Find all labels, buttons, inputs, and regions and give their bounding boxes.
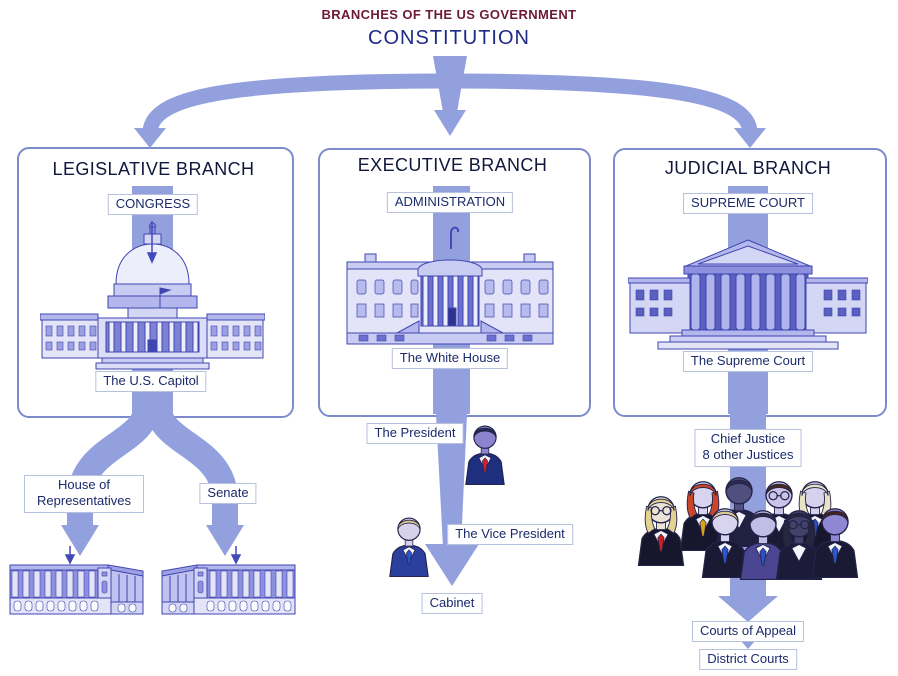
legislative-branch-heading: LEGISLATIVE BRANCH <box>52 159 255 179</box>
courts-of-appeal-label: Courts of Appeal <box>691 621 805 643</box>
us-capitol-illustration <box>40 222 265 370</box>
president-figure <box>462 417 508 485</box>
cabinet-label: Cabinet <box>421 593 483 615</box>
justices-label-line2: 8 other Justices <box>702 447 794 463</box>
justice-figure <box>772 500 826 580</box>
supreme-court-illustration <box>628 239 868 350</box>
supreme-court-building-label: The Supreme Court <box>682 351 814 373</box>
supreme-court-label: SUPREME COURT <box>683 193 813 215</box>
diagram-title: CONSTITUTION <box>368 27 530 49</box>
judicial-branch-heading: JUDICIAL BRANCH <box>664 158 832 178</box>
vice-president-figure <box>386 509 432 577</box>
diagram-kicker: BRANCHES OF THE US GOVERNMENT <box>321 7 577 22</box>
white-house-illustration <box>346 253 554 345</box>
justices-label: Chief Justice 8 other Justices <box>694 429 802 467</box>
vice-president-label: The Vice President <box>447 524 573 546</box>
senate-label: Senate <box>199 483 257 505</box>
congress-label: CONGRESS <box>107 194 199 216</box>
justices-label-line1: Chief Justice <box>710 431 786 446</box>
administration-label: ADMINISTRATION <box>386 192 514 214</box>
president-label: The President <box>366 423 464 445</box>
justice-figure <box>634 486 688 566</box>
district-courts-label: District Courts <box>699 649 797 671</box>
house-building-illustration <box>9 564 144 615</box>
trident-arrow <box>134 56 766 148</box>
us-capitol-label: The U.S. Capitol <box>95 371 207 393</box>
house-of-representatives-label: House of Representatives <box>24 475 144 513</box>
senate-building-illustration <box>161 564 296 615</box>
justice-figure <box>808 498 862 578</box>
executive-branch-heading: EXECUTIVE BRANCH <box>357 155 548 175</box>
white-house-label: The White House <box>391 348 509 370</box>
